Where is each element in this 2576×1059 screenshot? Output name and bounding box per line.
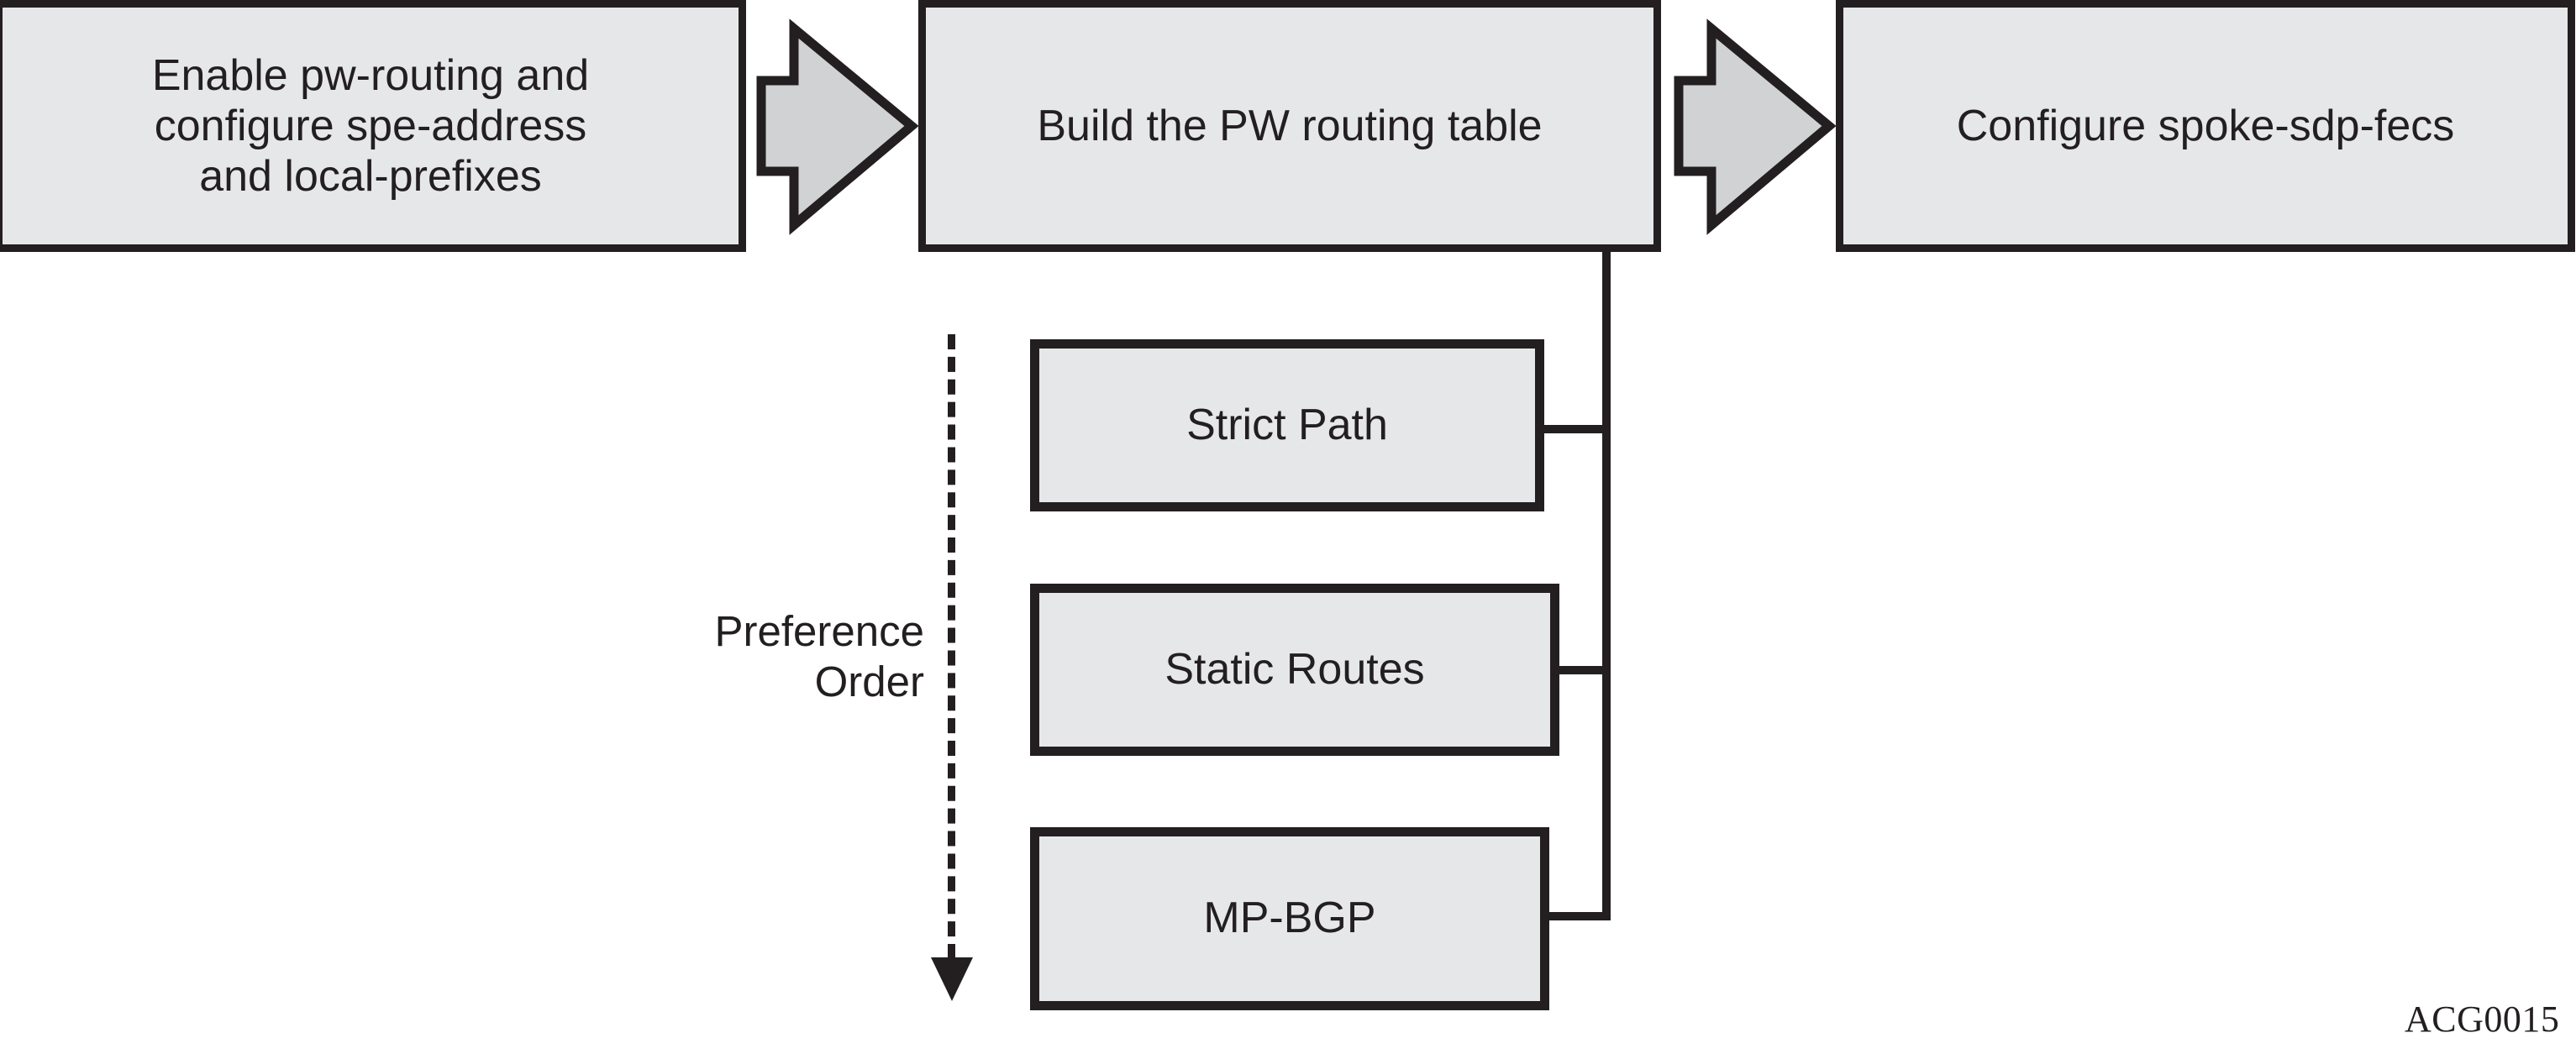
connector-mp-bgp [1543,912,1607,920]
source-mp-bgp-label: MP-BGP [1203,894,1376,943]
stage-2-label: Build the PW routing table [1037,101,1543,150]
source-static-routes-label: Static Routes [1164,644,1425,694]
stage-3-label: Configure spoke-sdp-fecs [1956,101,2455,150]
source-strict-path-label: Strict Path [1186,400,1388,449]
figure-id-label: ACG0015 [2405,999,2560,1040]
preference-order-label: Preference Order [714,607,924,706]
block-arrow-right-1 [756,18,919,235]
stage-box-enable-pw-routing: Enable pw-routing and configure spe-addr… [0,0,746,252]
preference-order-arrowhead-icon [931,957,973,1001]
block-arrow-right-2 [1674,18,1837,235]
bus-line-vertical [1602,249,1611,920]
preference-order-axis [948,334,955,959]
source-box-static-routes: Static Routes [1030,584,1559,756]
connector-strict-path [1540,425,1607,433]
connector-static-routes [1555,666,1607,674]
stage-1-label: Enable pw-routing and configure spe-addr… [151,50,590,202]
source-box-mp-bgp: MP-BGP [1030,827,1549,1010]
stage-box-build-pw-routing-table: Build the PW routing table [918,0,1661,252]
source-box-strict-path: Strict Path [1030,339,1544,511]
stage-box-configure-spoke-sdp-fecs: Configure spoke-sdp-fecs [1836,0,2575,252]
